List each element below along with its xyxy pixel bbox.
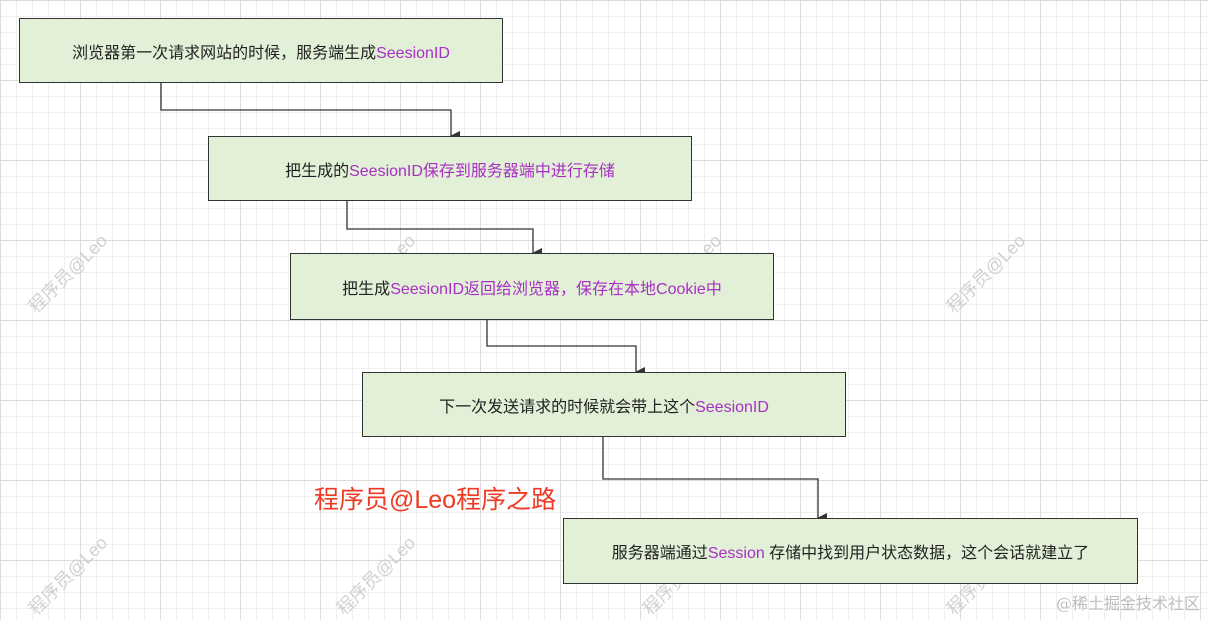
author-title: 程序员@Leo程序之路 bbox=[314, 486, 557, 514]
step-2-text: 把生成的SeesionID保存到服务器端中进行存储 bbox=[285, 162, 615, 180]
step-4-box: 下一次发送请求的时候就会带上这个SeesionID bbox=[362, 372, 846, 437]
step-2-box: 把生成的SeesionID保存到服务器端中进行存储 bbox=[208, 136, 692, 201]
step-3-text: 把生成SeesionID返回给浏览器，保存在本地Cookie中 bbox=[342, 280, 722, 298]
step-1-box: 浏览器第一次请求网站的时候，服务端生成SeesionID bbox=[19, 18, 503, 83]
attribution-watermark: @稀土掘金技术社区 bbox=[1055, 594, 1200, 613]
step-3-box: 把生成SeesionID返回给浏览器，保存在本地Cookie中 bbox=[290, 253, 774, 320]
step-4-text: 下一次发送请求的时候就会带上这个SeesionID bbox=[439, 398, 769, 416]
connector-3-4 bbox=[486, 320, 645, 377]
connector-2-3 bbox=[346, 201, 542, 258]
connector-4-5 bbox=[602, 437, 827, 523]
step-1-text: 浏览器第一次请求网站的时候，服务端生成SeesionID bbox=[72, 44, 450, 62]
step-5-text: 服务器端通过Session 存储中找到用户状态数据，这个会话就建立了 bbox=[611, 545, 1090, 562]
connector-1-2 bbox=[160, 83, 460, 141]
step-5-box: 服务器端通过Session 存储中找到用户状态数据，这个会话就建立了 bbox=[563, 518, 1138, 584]
